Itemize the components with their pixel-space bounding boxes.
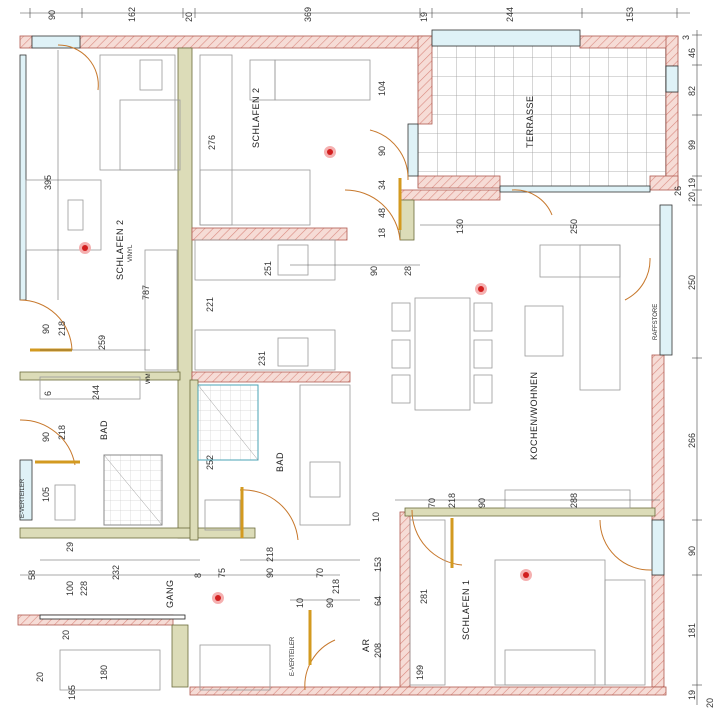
dim-218e: 218 <box>447 492 457 508</box>
right-dim-8: 90 <box>687 545 697 556</box>
top-dimension-line <box>20 8 690 18</box>
dim-232: 232 <box>111 564 121 580</box>
right-dim-6: 250 <box>687 274 697 290</box>
dim-20b: 20 <box>35 671 45 682</box>
dim-10a: 10 <box>295 597 305 608</box>
right-dim-1: 46 <box>687 47 697 58</box>
label-raffstore: RAFFSTORE <box>653 303 659 340</box>
dim-231: 231 <box>257 350 267 366</box>
top-dim-3: 20 <box>184 11 194 22</box>
interior-walls <box>19 47 656 688</box>
terrasse-tiles <box>417 45 669 189</box>
dim-6: 6 <box>43 390 53 396</box>
label-e-verteiler-right: E-VERTEILER <box>290 636 296 676</box>
right-dim-11: 20 <box>705 697 715 708</box>
dim-252: 252 <box>205 454 215 470</box>
dim-64: 64 <box>373 595 383 606</box>
right-dimension-line <box>692 30 702 705</box>
windows <box>19 29 679 576</box>
dim-104: 104 <box>377 80 387 96</box>
dim-18: 18 <box>377 227 387 238</box>
top-dim-1: 90 <box>47 9 57 20</box>
dim-153: 153 <box>373 556 383 572</box>
dim-165: 165 <box>67 684 77 700</box>
dim-29: 29 <box>65 541 75 552</box>
dim-251: 251 <box>263 260 273 276</box>
dim-218d: 218 <box>331 578 341 594</box>
dim-218c: 218 <box>265 546 275 562</box>
room-label-gang: GANG <box>165 579 175 608</box>
dim-221: 221 <box>205 296 215 312</box>
dim-787: 787 <box>141 284 151 300</box>
dim-26: 26 <box>673 185 683 196</box>
room-label-bad-center: BAD <box>275 451 285 472</box>
dim-228: 228 <box>79 580 89 596</box>
dim-105: 105 <box>41 486 51 502</box>
furniture <box>25 54 646 691</box>
room-label-schlafen2-left: SCHLAFEN 2 <box>115 219 125 280</box>
ceiling-lights <box>79 146 532 604</box>
dim-276: 276 <box>207 134 217 150</box>
dim-130: 130 <box>455 218 465 234</box>
dim-20a: 20 <box>61 629 71 640</box>
room-label-schlafen1: SCHLAFEN 1 <box>461 579 471 640</box>
dim-281: 281 <box>419 588 429 604</box>
inner-dimension-lines <box>20 50 660 690</box>
dim-90c: 90 <box>265 567 275 578</box>
dim-28: 28 <box>403 265 413 276</box>
dim-395: 395 <box>43 174 53 190</box>
room-label-terrasse: TERRASSE <box>525 95 535 148</box>
room-label-bad-left: BAD <box>99 419 109 440</box>
dim-259: 259 <box>97 334 107 350</box>
room-label-ar: AR <box>361 638 371 652</box>
top-dim-4: 369 <box>303 6 313 22</box>
dim-90e: 90 <box>377 145 387 156</box>
top-dim-7: 153 <box>625 6 635 22</box>
dim-244: 244 <box>91 384 101 400</box>
right-dim-4: 19 <box>687 177 697 188</box>
dim-8: 8 <box>193 572 203 578</box>
top-dim-6: 244 <box>505 6 515 22</box>
dim-58: 58 <box>27 569 37 580</box>
dim-34: 34 <box>377 179 387 190</box>
dim-90a: 90 <box>41 323 51 334</box>
right-dim-10: 19 <box>687 689 697 700</box>
dim-90f: 90 <box>369 265 379 276</box>
dim-48: 48 <box>377 207 387 218</box>
top-dim-2: 162 <box>127 6 137 22</box>
top-dim-5: 19 <box>419 11 429 22</box>
dim-10b: 10 <box>371 511 381 522</box>
room-label-kochen-wohnen: KOCHEN/WOHNEN <box>529 371 539 460</box>
dim-75: 75 <box>217 567 227 578</box>
dim-218b: 218 <box>57 424 67 440</box>
right-dim-2: 82 <box>687 85 697 96</box>
label-e-verteiler-left: E-VERTEILER <box>20 478 26 518</box>
shower-diag-left <box>103 454 163 526</box>
dim-90g: 90 <box>477 497 487 508</box>
dim-180: 180 <box>99 664 109 680</box>
label-wm: WM <box>146 373 152 384</box>
dim-100: 100 <box>65 580 75 596</box>
dim-90b: 90 <box>41 431 51 442</box>
dim-199: 199 <box>415 664 425 680</box>
dim-250: 250 <box>569 218 579 234</box>
outer-walls <box>17 35 679 696</box>
right-dim-3: 99 <box>687 139 697 150</box>
dim-70a: 70 <box>315 567 325 578</box>
room-label-schlafen2-top: SCHLAFEN 2 <box>251 87 261 148</box>
dim-70b: 70 <box>427 497 437 508</box>
label-vinyl: VINYL <box>128 244 134 262</box>
right-dim-7: 266 <box>687 432 697 448</box>
right-dim-9: 181 <box>687 622 697 638</box>
dim-90d: 90 <box>325 597 335 608</box>
right-dim-5: 20 <box>687 191 697 202</box>
dim-218a: 218 <box>57 320 67 336</box>
shower-diag-center <box>197 384 259 461</box>
dim-208: 208 <box>373 642 383 658</box>
top-dim-8: 3 <box>681 34 691 40</box>
dim-288: 288 <box>569 492 579 508</box>
